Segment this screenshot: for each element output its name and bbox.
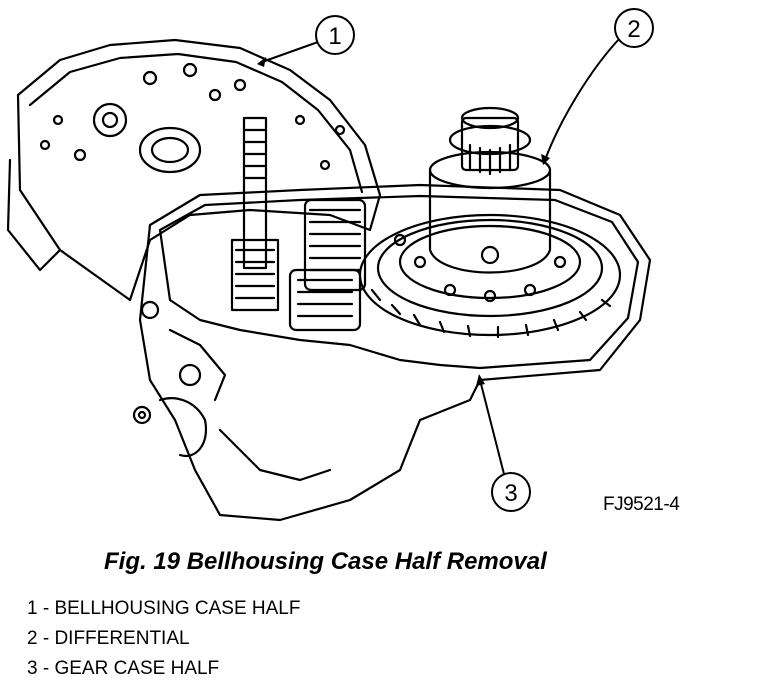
- callout-number: 1: [328, 23, 341, 50]
- callout-number: 2: [627, 16, 640, 43]
- leader-line-1: [261, 41, 319, 63]
- input-shaft: [230, 116, 280, 312]
- ring-gear: [358, 213, 622, 339]
- differential: [428, 106, 552, 274]
- legend-item: 1 - BELLHOUSING CASE HALF: [27, 598, 301, 619]
- legend-item: 3 - GEAR CASE HALF: [27, 658, 220, 679]
- leader-line-2: [544, 37, 621, 161]
- callout-3: 3: [491, 472, 531, 512]
- callout-2: 2: [614, 8, 654, 48]
- legend-list: 1 - BELLHOUSING CASE HALF 2 - DIFFERENTI…: [27, 594, 300, 684]
- bellhousing-case-half: [6, 38, 382, 302]
- cluster-gears: [288, 198, 367, 332]
- callout-1: 1: [315, 15, 355, 55]
- callout-number: 3: [504, 480, 517, 507]
- transaxle-illustration: 1 2 3: [6, 8, 654, 522]
- figure-code: FJ9521-4: [603, 494, 680, 515]
- leader-line-3: [479, 379, 506, 479]
- figure-caption: Fig. 19 Bellhousing Case Half Removal: [104, 548, 547, 575]
- legend-item: 2 - DIFFERENTIAL: [27, 628, 190, 649]
